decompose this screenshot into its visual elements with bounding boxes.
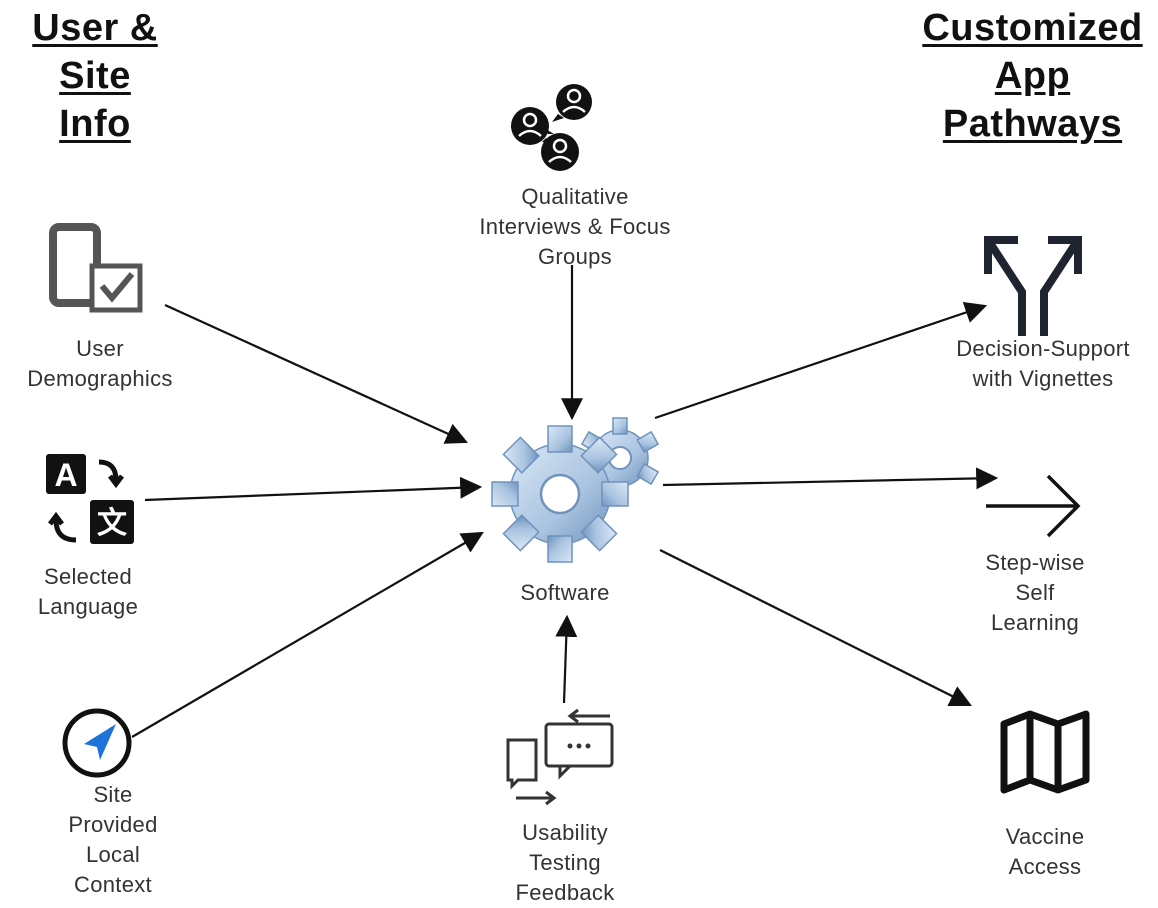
label-selected-language: Selected Language: [8, 562, 168, 622]
arrow-software-to-stepwise: [662, 467, 999, 490]
heading-right-line-3: Pathways: [942, 103, 1123, 145]
label-line: Feedback: [515, 880, 615, 905]
label-line: Language: [37, 594, 139, 619]
label-software: Software: [490, 578, 640, 608]
arrow-context-to-software: [131, 531, 484, 738]
map-icon: [1000, 710, 1090, 794]
split-arrows-icon: [984, 236, 1082, 336]
label-line: User: [76, 336, 124, 361]
label-site-local-context: Site Provided Local Context: [38, 780, 188, 900]
label-line: Step-wise: [985, 550, 1085, 575]
label-line: Decision-Support: [956, 336, 1130, 361]
chat-feedback-icon: [506, 708, 614, 806]
people-chat-icon: [511, 84, 592, 171]
label-line: Vaccine: [1005, 824, 1085, 849]
label-user-demographics: User Demographics: [5, 334, 195, 394]
label-line: Learning: [990, 610, 1080, 635]
arrow-demographics-to-software: [164, 303, 469, 444]
svg-text:文: 文: [97, 506, 127, 541]
heading-left-line-2: Site: [59, 55, 131, 97]
arrow-language-to-software: [144, 476, 483, 502]
navigation-compass-icon: [62, 708, 132, 778]
label-line: Interviews & Focus: [479, 214, 671, 239]
gears-icon: [491, 417, 660, 563]
arrow-software-to-decision: [654, 301, 988, 420]
label-line: Demographics: [27, 366, 173, 391]
arrow-right-icon: [986, 474, 1081, 538]
label-decision-support: Decision-Support with Vignettes: [928, 334, 1158, 394]
label-line: Context: [74, 872, 152, 897]
translate-icon: A 文: [46, 454, 134, 544]
heading-customized-app-pathways: Customized App Pathways: [905, 4, 1158, 148]
label-line: Self: [1015, 580, 1055, 605]
label-line: Selected: [43, 564, 132, 589]
label-line: Groups: [538, 244, 612, 269]
arrow-software-to-vaccine: [659, 549, 972, 706]
label-line: Usability: [522, 820, 608, 845]
label-line: Local: [85, 842, 141, 867]
label-line: Testing: [529, 850, 601, 875]
label-line: Provided: [68, 812, 158, 837]
label-line: Qualitative: [521, 184, 629, 209]
label-stepwise-learning: Step-wise Self Learning: [960, 548, 1110, 638]
phone-checkbox-icon: [49, 223, 143, 313]
heading-right-line-2: App: [994, 55, 1071, 97]
heading-left-line-1: User &: [32, 7, 158, 49]
label-vaccine-access: Vaccine Access: [970, 822, 1120, 882]
heading-right-line-1: Customized: [922, 7, 1143, 49]
svg-text:A: A: [54, 457, 77, 493]
heading-user-site-info: User & Site Info: [10, 4, 180, 148]
heading-left-line-3: Info: [59, 103, 131, 145]
label-line: with Vignettes: [972, 366, 1114, 391]
label-line: Site: [93, 782, 133, 807]
label-usability-testing: Usability Testing Feedback: [490, 818, 640, 908]
arrow-usability-to-software: [555, 614, 578, 704]
label-line: Access: [1008, 854, 1082, 879]
label-line: Software: [520, 580, 610, 605]
label-qualitative-interviews: Qualitative Interviews & Focus Groups: [445, 182, 705, 272]
